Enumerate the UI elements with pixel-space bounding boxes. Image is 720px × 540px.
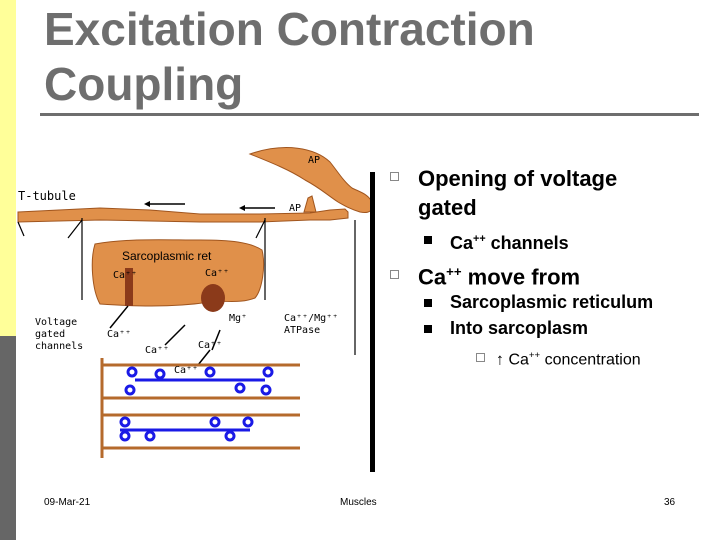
- bullet-2-sub-2-sub-sup: ++: [528, 350, 541, 361]
- ap-top-label: AP: [308, 155, 320, 166]
- vertical-channel-lines: [17, 218, 356, 355]
- sr-left-channel: [125, 268, 133, 306]
- bullet-2-sub-2-sub-after: concentration: [540, 351, 641, 369]
- pump-label-2: ATPase: [284, 325, 320, 336]
- footer-page-number: 36: [664, 497, 676, 508]
- hollow-square-bullet-icon: [474, 351, 485, 362]
- ca-sr-left-label: Ca⁺⁺: [113, 270, 137, 281]
- bullet-1-line-1: Opening of voltage: [418, 166, 618, 191]
- stripe-gray: [0, 336, 16, 540]
- bullet-1-sub-text: Ca: [450, 233, 474, 253]
- ca-sr-right-label: Ca⁺⁺: [205, 268, 229, 279]
- hollow-square-bullet-icon: [388, 268, 401, 281]
- ca-release-arrows: [109, 305, 221, 366]
- diagram-labels: AP AP T-tubule Sarcoplasmic ret Ca⁺⁺ Ca⁺…: [18, 155, 338, 376]
- slide-title: Excitation Contraction Coupling: [44, 2, 684, 112]
- tubule-arrow-head-2: [239, 205, 245, 211]
- bullet-1-sub-after: channels: [485, 233, 569, 253]
- bullet-2-text: Ca: [418, 264, 447, 290]
- bullet-2-sub-2: Into sarcoplasm: [450, 318, 589, 338]
- myofilament-lines: [100, 358, 300, 458]
- bullet-2: Ca++ move from: [418, 257, 580, 291]
- stripe-yellow: [0, 0, 16, 336]
- title-line-1: Excitation Contraction: [44, 3, 535, 55]
- tubule-arrow-head-1: [144, 201, 150, 207]
- title-underline: [40, 113, 699, 116]
- ca-label-2: Ca⁺⁺: [145, 345, 169, 356]
- bullet-2-sub-1: Sarcoplasmic reticulum: [450, 292, 654, 312]
- hollow-square-bullet-icon: [388, 170, 401, 183]
- bullet-1-sub-sup: ++: [473, 233, 486, 245]
- bullet-1-line-2: gated: [418, 195, 477, 220]
- sr-label: Sarcoplasmic ret: [122, 249, 212, 263]
- ca-mg-pump: [201, 284, 225, 312]
- ap-mid-label: AP: [289, 203, 301, 214]
- filled-square-bullet-icon: [424, 325, 432, 333]
- ca-label-1: Ca⁺⁺: [107, 329, 131, 340]
- ap-membrane-wave: [248, 147, 370, 213]
- footer-center: Muscles: [340, 497, 377, 508]
- ca-label-4: Ca⁺⁺: [174, 365, 198, 376]
- footer-date: 09-Mar-21: [44, 497, 91, 508]
- ap-bump: [303, 195, 317, 213]
- bullet-2-sub-2-sub-text: Ca: [508, 351, 529, 369]
- bullet-2-after: move from: [461, 264, 581, 290]
- bullet-1-sub: Ca++ channels: [450, 228, 569, 254]
- diagram-divider: [370, 172, 375, 472]
- vgc-label-1: Voltage: [35, 317, 77, 328]
- excitation-diagram: [17, 147, 370, 458]
- vgc-label-2: gated: [35, 329, 65, 340]
- bullet-2-sub-2-sub: ↑ Ca++ concentration: [496, 346, 641, 370]
- t-tubule-label: T-tubule: [18, 189, 76, 203]
- bullet-2-sup: ++: [446, 264, 462, 279]
- ca-label-3: Ca⁺⁺: [198, 340, 222, 351]
- myosin-heads: [119, 366, 274, 442]
- pump-label-1: Ca⁺⁺/Mg⁺⁺: [284, 313, 338, 324]
- filled-square-bullet-icon: [424, 236, 432, 244]
- filled-square-bullet-icon: [424, 299, 432, 307]
- vgc-label-3: channels: [35, 341, 83, 352]
- title-line-2: Coupling: [44, 58, 244, 110]
- mg-label: Mg⁺: [229, 313, 247, 324]
- up-arrow-icon: ↑: [496, 351, 504, 369]
